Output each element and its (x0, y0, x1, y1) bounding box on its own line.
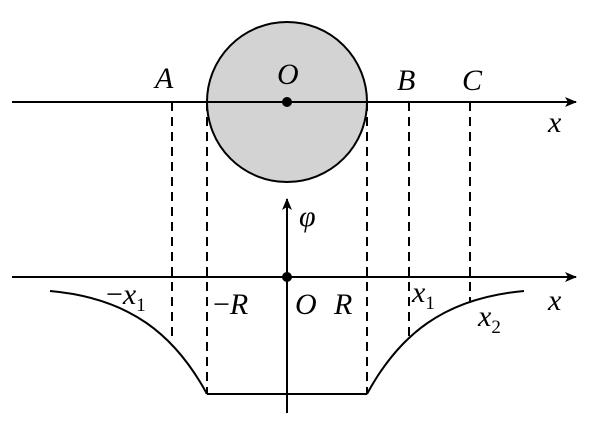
label-x2: x2 (477, 300, 501, 338)
label-b: B (397, 64, 415, 97)
label-x1: x1 (411, 276, 435, 314)
potential-curve (49, 290, 525, 395)
label-a: A (153, 62, 174, 95)
label-neg-x1: −x1 (106, 278, 146, 316)
label-o-bottom: O (295, 288, 317, 321)
label-o-top: O (277, 58, 299, 91)
top-origin-dot (282, 97, 292, 107)
top-x-axis-label: x (547, 106, 562, 139)
potential-curve-left (49, 290, 208, 395)
bottom-origin-dot (282, 272, 292, 282)
phi-axis-label: φ (299, 200, 316, 233)
label-r: R (333, 288, 352, 321)
potential-curve-right (366, 290, 525, 395)
label-neg-r: −R (213, 288, 248, 321)
projection-lines (171, 102, 471, 394)
bottom-x-axis-label: x (547, 284, 562, 317)
label-c: C (462, 64, 483, 97)
